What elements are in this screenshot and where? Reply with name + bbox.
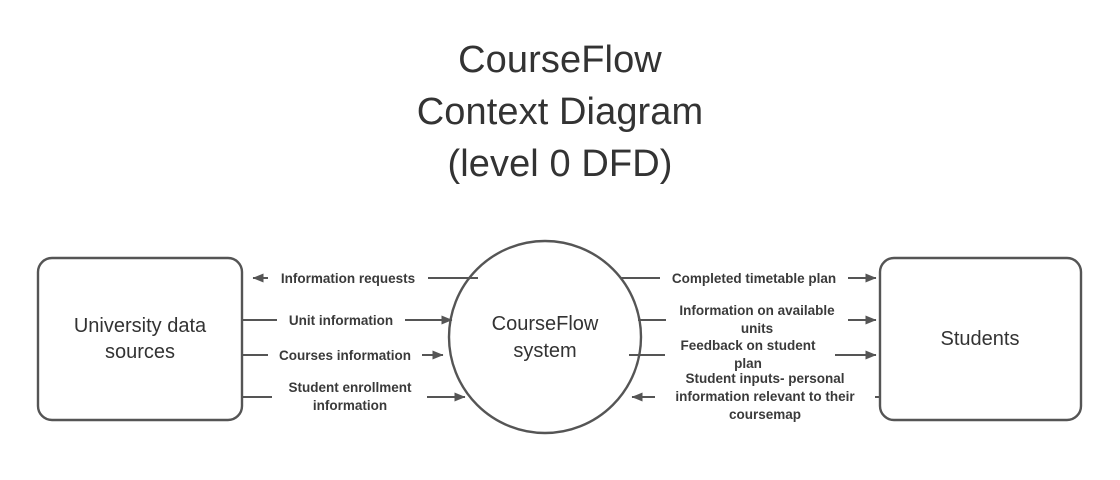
left-entity-shape (36, 256, 244, 422)
flow-feedback-on-student-plan[interactable]: Feedback on student plan (629, 333, 877, 373)
flow-student-enrollment-information-label-line2: information (313, 398, 387, 413)
flow-student-inputs-personal-information[interactable]: Student inputs- personal information rel… (631, 371, 880, 427)
flow-student-enrollment-information[interactable]: Student enrollment information (242, 375, 466, 415)
process-label-line2: system (513, 340, 576, 362)
flow-unit-information-label: Unit information (289, 313, 393, 328)
right-entity-label-line1: Students (941, 328, 1020, 350)
process-label-line1: CourseFlow (492, 313, 599, 335)
flow-student-inputs-personal-information-label-line3: coursemap (729, 407, 801, 422)
page-title: CourseFlow Context Diagram (level 0 DFD) (0, 34, 1120, 190)
flow-courses-information-label: Courses information (279, 348, 411, 363)
left-entity-label-line1: University data (74, 315, 207, 337)
flow-completed-timetable-plan-label-bg (660, 267, 848, 289)
flow-information-on-available-units-label-line1: Information on available (679, 303, 835, 318)
flow-student-inputs-personal-information-label-line1: Student inputs- personal (685, 371, 844, 386)
flow-information-on-available-units[interactable]: Information on available units (638, 298, 877, 338)
flow-information-requests[interactable]: Information requests (252, 267, 478, 289)
flow-information-requests-label: Information requests (281, 271, 415, 286)
flow-courses-information[interactable]: Courses information (242, 344, 444, 366)
flow-information-requests-label-bg (268, 267, 428, 289)
flow-feedback-on-student-plan-label-line2: plan (734, 356, 762, 371)
process-node[interactable]: CourseFlow system (447, 239, 643, 435)
flow-student-inputs-personal-information-label-bg (655, 371, 875, 427)
flow-student-inputs-personal-information-label-line2: information relevant to their (675, 389, 855, 404)
right-entity-node[interactable]: Students (878, 256, 1083, 422)
title-line-1: CourseFlow (458, 39, 662, 81)
flow-student-enrollment-information-label-bg (272, 375, 427, 415)
flow-completed-timetable-plan[interactable]: Completed timetable plan (620, 267, 877, 289)
left-entity-label-line2: sources (105, 341, 175, 363)
flow-courses-information-label-bg (268, 344, 422, 366)
flow-information-on-available-units-label-bg (666, 298, 848, 338)
title-line-2: Context Diagram (416, 91, 704, 133)
flow-information-on-available-units-label-line2: units (741, 321, 773, 336)
process-shape (447, 239, 643, 435)
title-line-3: (level 0 DFD) (447, 143, 673, 185)
flow-student-enrollment-information-label-line1: Student enrollment (288, 380, 412, 395)
flow-completed-timetable-plan-label: Completed timetable plan (672, 271, 836, 286)
flow-unit-information[interactable]: Unit information (242, 309, 453, 331)
flow-feedback-on-student-plan-label-line1: Feedback on student (680, 338, 816, 353)
left-entity-node[interactable]: University data sources (36, 256, 244, 422)
right-entity-shape (878, 256, 1083, 422)
flow-feedback-on-student-plan-label-bg (665, 333, 835, 373)
flow-unit-information-label-bg (277, 309, 405, 331)
